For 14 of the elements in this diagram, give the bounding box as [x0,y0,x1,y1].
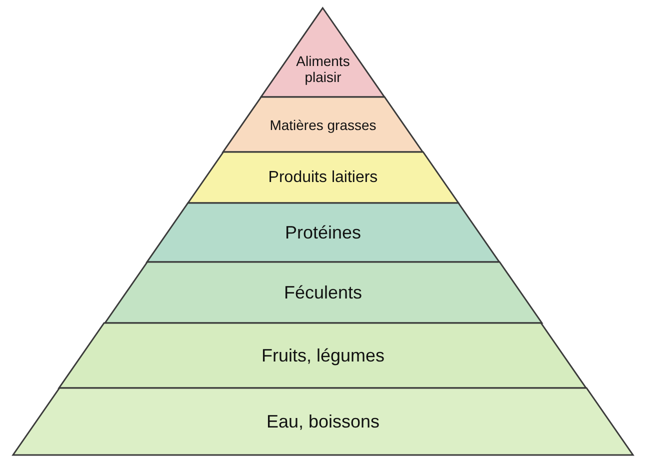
tier-label: Protéines [284,222,361,243]
tier-label: Féculents [284,282,362,303]
pyramid-tier [223,97,423,152]
pyramid-tier [104,262,542,323]
tier-label: Fruits, légumes [261,345,384,366]
tier-label: Eau, boissons [266,411,380,432]
tier-label: Aliments plaisir [295,52,351,85]
tier-label: Matières grasses [270,116,376,133]
pyramid-tier [146,203,500,262]
pyramid-tier [59,323,587,388]
tier-label: Produits laitiers [268,168,378,187]
pyramid-tier [188,152,458,203]
pyramid-tier [261,8,385,97]
pyramid-tier [13,388,633,455]
